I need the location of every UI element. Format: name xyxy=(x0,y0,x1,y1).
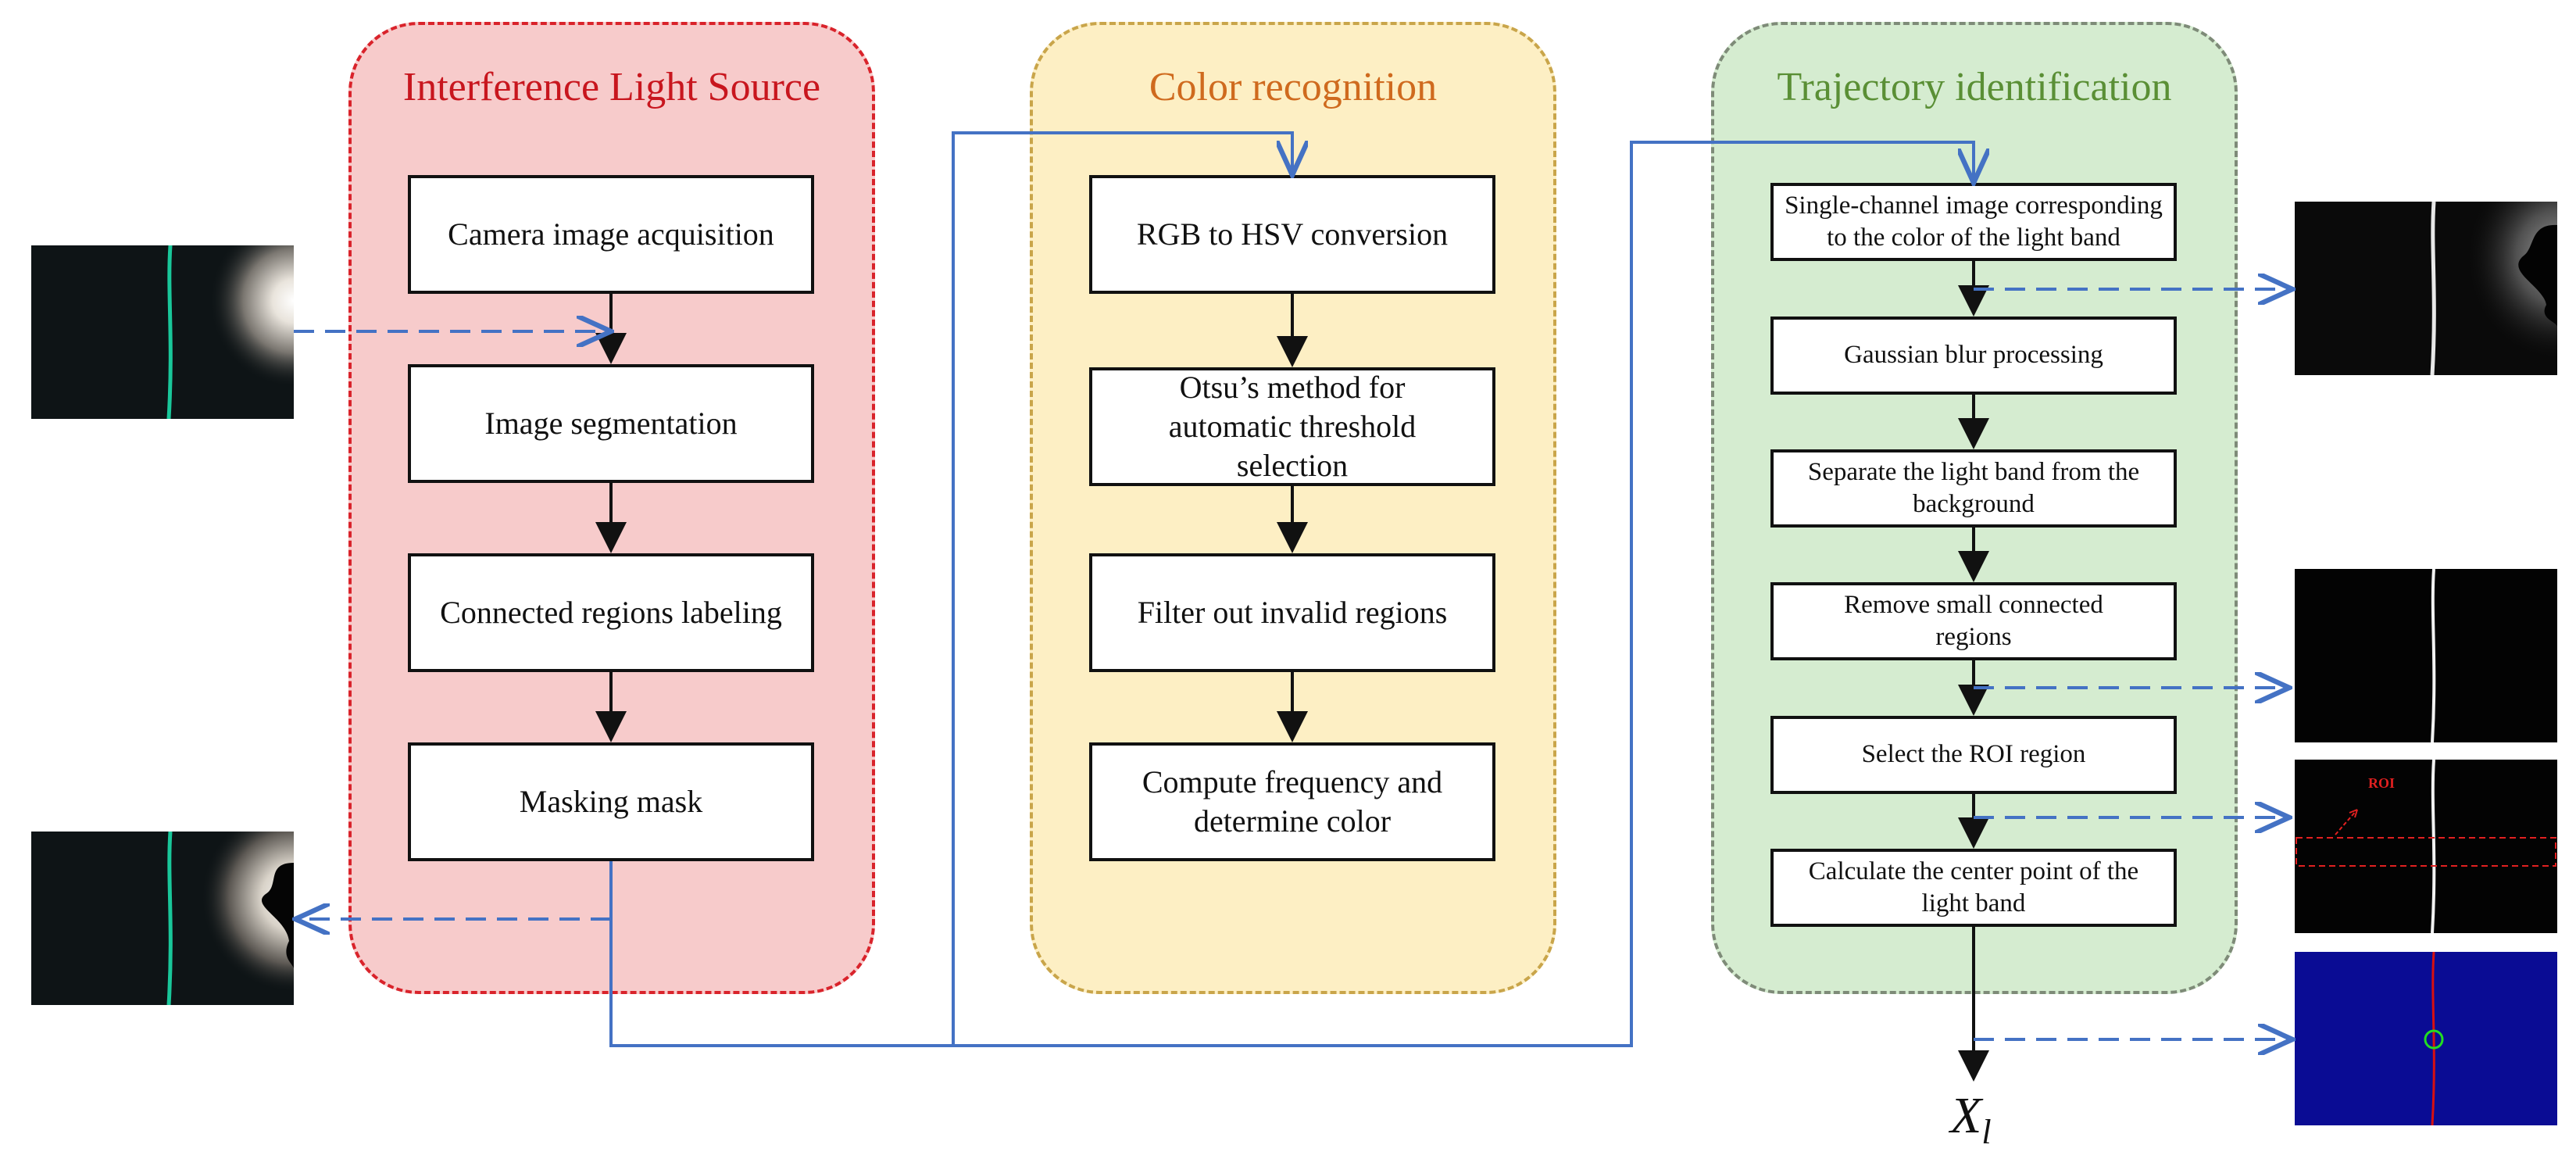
roi-pointer-arrow xyxy=(2335,809,2358,835)
input-camera-image-graphic xyxy=(31,245,294,419)
step-remove-small-regions: Remove small connected regions xyxy=(1770,582,2177,660)
step-separate-light-band: Separate the light band from the backgro… xyxy=(1770,449,2177,528)
center-point-image xyxy=(2295,952,2557,1125)
step-image-segmentation: Image segmentation xyxy=(408,364,814,483)
output-symbol: X xyxy=(1950,1087,1982,1144)
single-channel-image xyxy=(2295,202,2557,375)
step-connected-regions-labeling: Connected regions labeling xyxy=(408,553,814,672)
step-rgb-to-hsv-conversion: RGB to HSV conversion xyxy=(1089,175,1495,294)
step-masking-mask: Masking mask xyxy=(408,742,814,861)
step-otsu-threshold-selection: Otsu’s method for automatic threshold se… xyxy=(1089,367,1495,486)
step-gaussian-blur: Gaussian blur processing xyxy=(1770,317,2177,395)
roi-pointer-arrowhead xyxy=(2349,809,2358,818)
roi-label: ROI xyxy=(2368,775,2395,791)
roi-image: ROI xyxy=(2295,760,2557,933)
roi-rectangle xyxy=(2296,837,2556,867)
input-camera-image xyxy=(31,245,294,419)
step-calculate-center-point: Calculate the center point of the light … xyxy=(1770,849,2177,927)
step-filter-invalid-regions: Filter out invalid regions xyxy=(1089,553,1495,672)
step-camera-image-acquisition: Camera image acquisition xyxy=(408,175,814,294)
panel-title-interference-light-source: Interference Light Source xyxy=(402,65,821,109)
center-point-image-graphic xyxy=(2295,952,2557,1125)
cleaned-binary-image-graphic xyxy=(2295,569,2557,742)
center-point-marker xyxy=(2424,1029,2444,1050)
single-channel-image-graphic xyxy=(2295,202,2557,375)
panel-title-trajectory-identification: Trajectory identification xyxy=(1777,65,2172,109)
cleaned-binary-image xyxy=(2295,569,2557,742)
panel-title-color-recognition: Color recognition xyxy=(1149,65,1438,109)
masked-image-graphic xyxy=(31,832,294,1005)
step-select-roi-region: Select the ROI region xyxy=(1770,716,2177,794)
output-xl-label: Xl xyxy=(1950,1086,1992,1152)
image-flow-arrows xyxy=(294,289,2289,1039)
inter-panel-flow xyxy=(609,131,1974,1047)
step-compute-frequency-determine-color: Compute frequency and determine color xyxy=(1089,742,1495,861)
step-single-channel-image: Single-channel image corresponding to th… xyxy=(1770,183,2177,261)
masked-image xyxy=(31,832,294,1005)
output-subscript: l xyxy=(1981,1113,1992,1152)
roi-image-graphic: ROI xyxy=(2295,760,2557,933)
